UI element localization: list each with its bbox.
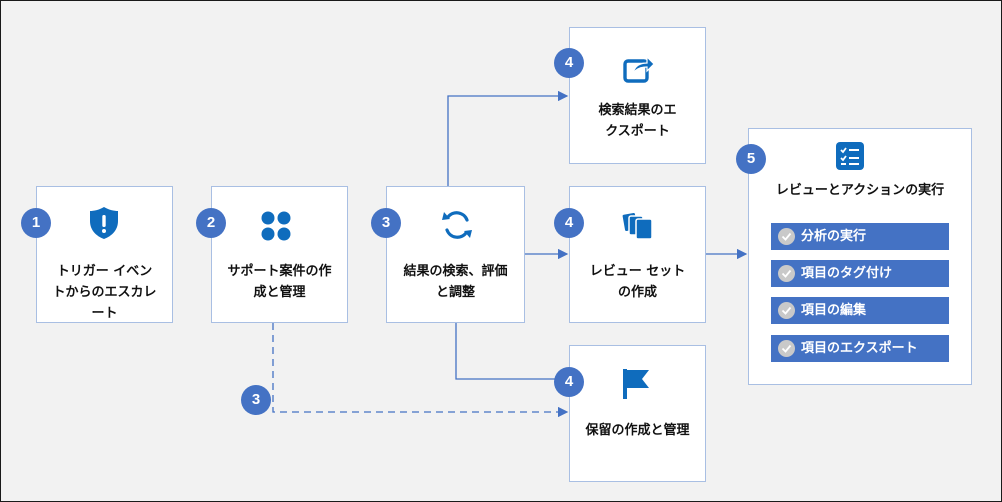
step-review-title: レビューとアクションの実行 [775, 183, 945, 198]
action-item-tag: 項目のタグ付け [771, 260, 949, 287]
check-circle-icon [778, 265, 795, 282]
check-circle-icon [778, 302, 795, 319]
step-trigger-label-line2: トからのエスカレ [52, 285, 157, 300]
refresh-icon [442, 211, 472, 239]
check-circle-icon [778, 228, 795, 245]
step-search-box: 結果の検索、評価 と調整 [386, 186, 525, 323]
step-reviewset-label-line1: レビュー セット [589, 264, 686, 279]
badge-step-3-dashed: 3 [241, 385, 271, 415]
shield-alert-icon [90, 207, 118, 239]
step-support-box: サポート案件の作 成と管理 [211, 186, 348, 323]
share-arrow-icon [623, 55, 655, 83]
step-export-label-line1: 検索結果のエ [598, 103, 677, 118]
action-item-edit: 項目の編集 [771, 297, 949, 324]
step-search-label-line1: 結果の検索、評価 [403, 264, 508, 279]
badge-step-4-export: 4 [554, 48, 584, 78]
step-trigger-label-line1: トリガー イベン [56, 264, 153, 279]
badge-step-1: 1 [21, 208, 51, 238]
arrow-search-to-hold [455, 323, 569, 385]
step-search-label-line2: と調整 [435, 285, 475, 300]
step-trigger-label-line3: ート [91, 306, 118, 321]
dashed-arrow-support-to-hold [272, 323, 569, 418]
step-support-label-line2: 成と管理 [253, 285, 306, 300]
flag-icon [623, 369, 649, 399]
badge-step-4-reviewset: 4 [554, 208, 584, 238]
action-item-export: 項目のエクスポート [771, 335, 949, 362]
stacked-pages-icon [621, 211, 653, 240]
badge-step-4-hold: 4 [554, 367, 584, 397]
action-item-label: 分析の実行 [801, 229, 867, 244]
action-item-label: 項目の編集 [801, 303, 867, 318]
step-hold-box: 保留の作成と管理 [569, 345, 706, 482]
action-item-label: 項目のエクスポート [801, 341, 918, 356]
check-circle-icon [778, 340, 795, 357]
badge-step-3: 3 [371, 208, 401, 238]
step-export-label-line2: クスポート [605, 124, 670, 139]
action-item-analyze: 分析の実行 [771, 223, 949, 250]
action-item-label: 項目のタグ付け [801, 266, 893, 281]
step-hold-label-line1: 保留の作成と管理 [585, 423, 690, 438]
four-dots-icon [261, 211, 291, 241]
badge-step-2: 2 [196, 208, 226, 238]
step-reviewset-box: レビュー セット の作成 [569, 186, 706, 323]
step-review-box: レビューとアクションの実行 分析の実行 項目のタグ付け 項目の編集 項目のエクス… [748, 128, 972, 385]
badge-step-5: 5 [736, 144, 766, 174]
step-reviewset-label-line2: の作成 [617, 285, 657, 300]
arrow-search-to-export [447, 90, 569, 186]
step-trigger-box: トリガー イベン トからのエスカレ ート [36, 186, 173, 323]
step-support-label-line1: サポート案件の作 [227, 264, 332, 279]
step-export-box: 検索結果のエ クスポート [569, 27, 706, 164]
checklist-icon [836, 142, 864, 170]
